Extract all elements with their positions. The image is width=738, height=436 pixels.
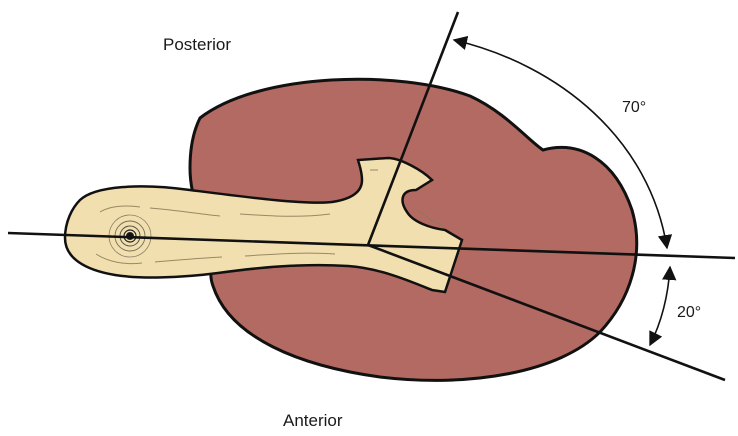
label-angle-20: 20° [677, 304, 701, 321]
label-posterior: Posterior [163, 35, 231, 54]
angle-arc-20 [650, 267, 670, 345]
label-angle-70: 70° [622, 99, 646, 116]
label-anterior: Anterior [283, 411, 343, 430]
